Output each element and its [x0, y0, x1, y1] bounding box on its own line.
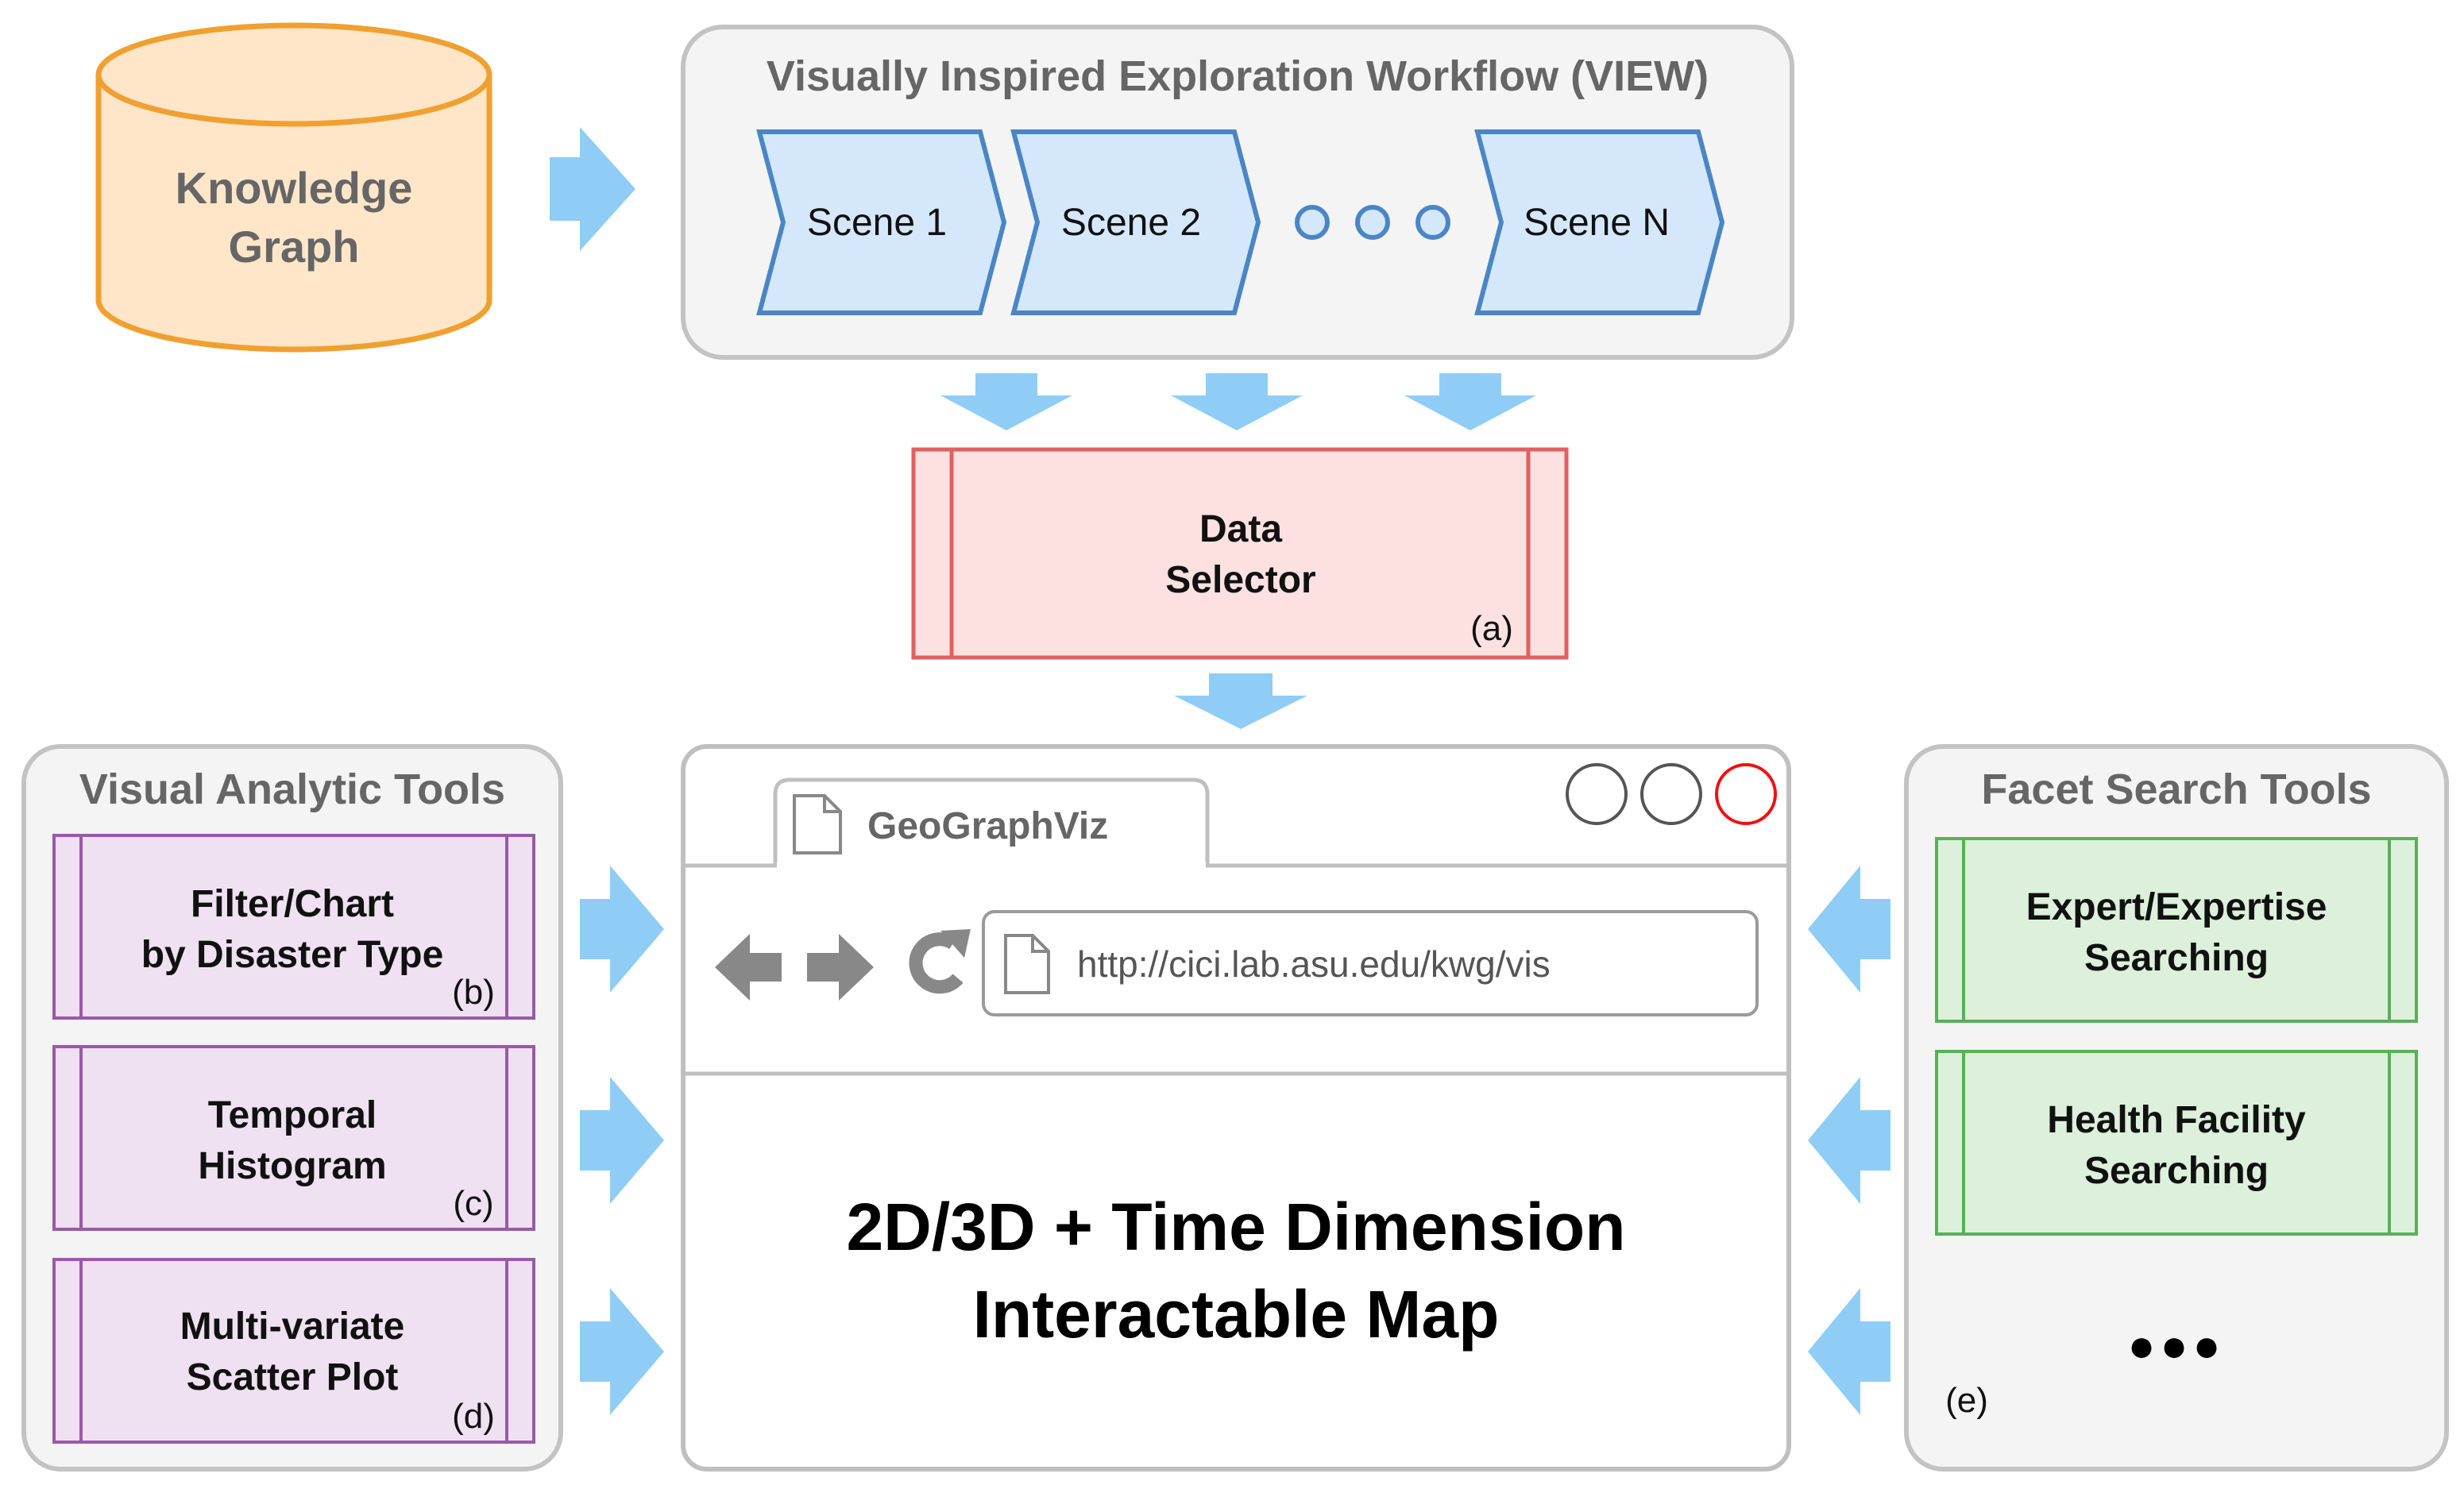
arrow-facet-1-to-browser	[1808, 866, 1890, 993]
map-content-area[interactable]: 2D/3D + Time Dimension Interactable Map	[846, 1190, 1625, 1352]
scene-2-label: Scene 2	[1061, 202, 1201, 244]
url-text: http://cici.lab.asu.edu/kwg/vis	[1077, 943, 1551, 985]
arrow-facet-2-to-browser	[1808, 1077, 1890, 1204]
tool-filter-chart-line2: by Disaster Type	[141, 934, 444, 976]
visual-tools-title: Visual Analytic Tools	[79, 766, 505, 813]
arrow-view-to-selector-1	[940, 373, 1072, 430]
window-close-button[interactable]	[1715, 763, 1777, 825]
facet-health-line2: Searching	[2084, 1150, 2269, 1192]
facet-more-ellipsis: ●●●	[2127, 1320, 2225, 1371]
browser-window: GeoGraphViz http://cici.lab.asu.edu/kwg/…	[681, 744, 1791, 1472]
arrow-facet-3-to-browser	[1808, 1288, 1890, 1415]
arrow-tool-b-to-browser	[580, 866, 664, 993]
page-icon	[1004, 934, 1050, 994]
knowledge-graph-cylinder: Knowledge Graph	[95, 22, 492, 353]
tool-temporal-histogram-line2: Histogram	[198, 1145, 386, 1187]
tool-temporal-histogram-tag: (c)	[453, 1184, 493, 1223]
tool-filter-chart-line1: Filter/Chart	[191, 883, 394, 925]
scene-ellipsis-dots	[1295, 205, 1450, 240]
facet-search-tools-panel: Facet Search Tools Expert/Expertise Sear…	[1904, 744, 2449, 1472]
tool-temporal-histogram-line1: Temporal	[208, 1094, 377, 1136]
scene-n-label: Scene N	[1524, 202, 1670, 244]
scene-1-chevron: Scene 1	[756, 129, 1007, 315]
facet-health-facility-search: Health Facility Searching	[1935, 1050, 2418, 1236]
kg-label-line1: Knowledge	[176, 163, 413, 213]
scene-1-label: Scene 1	[807, 202, 947, 244]
facet-tools-tag: (e)	[1945, 1381, 1988, 1420]
data-selector-box: Data Selector (a)	[911, 447, 1569, 660]
window-maximize-button[interactable]	[1640, 763, 1702, 825]
window-minimize-button[interactable]	[1566, 763, 1628, 825]
map-title-line2: Interactable Map	[973, 1277, 1500, 1352]
data-selector-line2: Selector	[1165, 559, 1315, 601]
tab-title: GeoGraphViz	[867, 805, 1108, 847]
facet-expert-line2: Searching	[2084, 937, 2269, 979]
document-icon	[793, 794, 842, 854]
visual-analytic-tools-panel: Visual Analytic Tools Filter/Chart by Di…	[21, 744, 563, 1472]
view-workflow-panel: Visually Inspired Exploration Workflow (…	[681, 25, 1794, 360]
map-title-line1: 2D/3D + Time Dimension	[846, 1190, 1625, 1264]
arrow-view-to-selector-3	[1404, 373, 1536, 430]
tool-scatter-plot-line1: Multi-variate	[180, 1306, 405, 1348]
forward-arrow-icon[interactable]	[807, 934, 874, 1001]
arrow-view-to-selector-2	[1171, 373, 1303, 430]
reload-icon[interactable]	[909, 929, 971, 994]
tool-filter-chart-tag: (b)	[452, 973, 495, 1012]
browser-tab[interactable]: GeoGraphViz	[773, 777, 1210, 869]
facet-tools-title: Facet Search Tools	[1981, 766, 2371, 813]
arrow-kg-to-view	[550, 127, 635, 251]
facet-expert-line1: Expert/Expertise	[2026, 886, 2327, 928]
arrow-selector-to-browser	[1174, 673, 1307, 729]
view-title: Visually Inspired Exploration Workflow (…	[767, 52, 1709, 100]
data-selector-tag: (a)	[1470, 609, 1513, 648]
arrow-tool-c-to-browser	[580, 1077, 664, 1204]
arrow-tool-d-to-browser	[580, 1288, 664, 1415]
data-selector-line1: Data	[1199, 508, 1282, 550]
kg-label-line2: Graph	[229, 222, 360, 272]
address-bar[interactable]: http://cici.lab.asu.edu/kwg/vis	[982, 910, 1759, 1016]
scene-n-chevron: Scene N	[1474, 129, 1725, 315]
facet-expert-search: Expert/Expertise Searching	[1935, 837, 2418, 1023]
scene-2-chevron: Scene 2	[1010, 129, 1261, 315]
tool-scatter-plot: Multi-variate Scatter Plot (d)	[52, 1258, 535, 1444]
facet-health-line1: Health Facility	[2047, 1099, 2306, 1141]
tool-temporal-histogram: Temporal Histogram (c)	[52, 1045, 535, 1231]
tool-scatter-plot-line2: Scatter Plot	[187, 1356, 399, 1398]
back-arrow-icon[interactable]	[715, 934, 782, 1001]
tool-filter-chart: Filter/Chart by Disaster Type (b)	[52, 834, 535, 1020]
tool-scatter-plot-tag: (d)	[452, 1397, 495, 1436]
